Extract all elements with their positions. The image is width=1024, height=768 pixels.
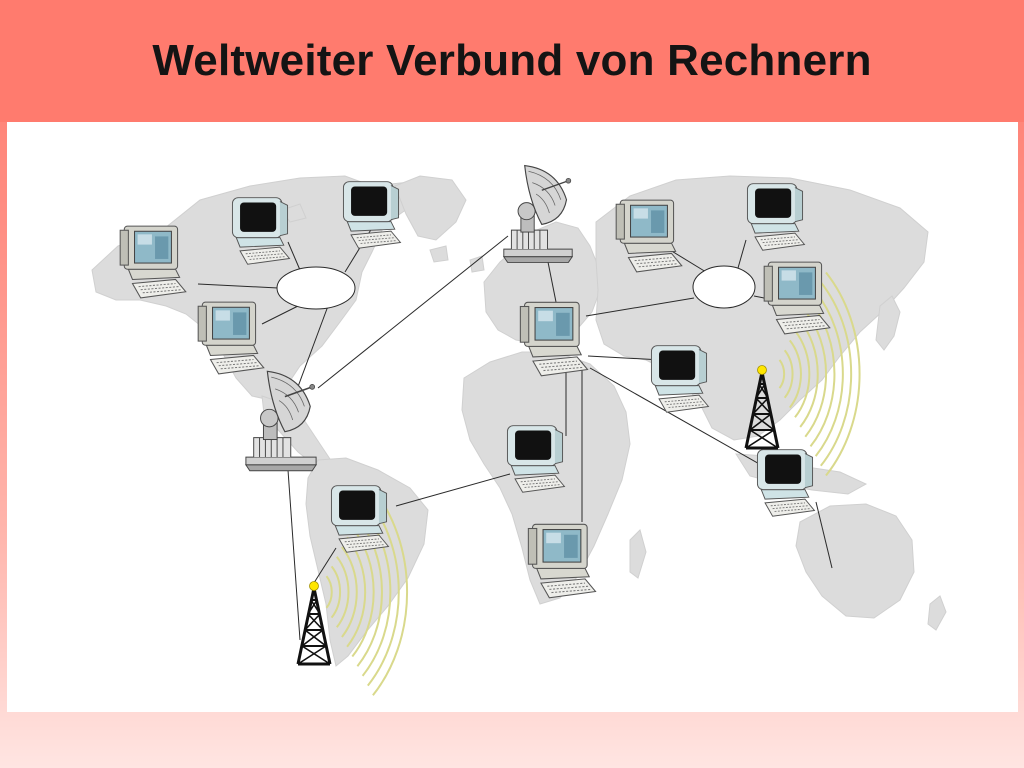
network-ring	[276, 266, 356, 310]
connection-lines	[197, 227, 833, 641]
link-line	[585, 297, 695, 317]
map-new-zealand	[927, 595, 947, 631]
radio-wave-arc	[794, 330, 811, 418]
radio-wave-arc	[825, 271, 861, 477]
link-line	[287, 469, 301, 641]
link-line	[547, 261, 557, 303]
page-title: Weltweiter Verbund von Rechnern	[152, 36, 872, 85]
radio-wave-arc	[325, 575, 333, 609]
link-line	[737, 239, 747, 269]
network-ring	[692, 265, 756, 309]
link-line	[587, 355, 663, 361]
radio-wave-arc	[330, 565, 342, 619]
radio-wave-arc	[799, 320, 819, 428]
map-australia	[795, 503, 915, 619]
link-line	[311, 547, 337, 587]
network-diagram	[91, 164, 947, 696]
link-line	[261, 305, 299, 325]
radio-wave-arc	[341, 546, 358, 638]
link-line	[395, 473, 511, 507]
radio-wave-arc	[778, 359, 786, 389]
computer-icon	[650, 345, 709, 413]
map-japan	[875, 295, 901, 351]
radio-wave-arc	[814, 291, 844, 457]
diagram-panel	[7, 122, 1018, 712]
link-line	[589, 367, 771, 471]
link-line	[295, 305, 329, 393]
radio-wave-arc	[336, 556, 350, 628]
link-line	[669, 249, 707, 273]
title-bar: Weltweiter Verbund von Rechnern	[0, 0, 1024, 122]
map-greenland	[394, 175, 467, 241]
link-line	[287, 241, 301, 271]
radio-wave-arc	[783, 349, 794, 399]
link-line	[197, 283, 279, 289]
radio-wave-arc	[356, 517, 383, 667]
map-madagascar	[629, 529, 647, 579]
radio-wave-arc	[820, 281, 853, 467]
link-line	[317, 235, 509, 389]
radio-wave-arc	[372, 488, 409, 696]
radio-wave-arc	[789, 339, 802, 409]
link-line	[815, 501, 833, 569]
computer-icon	[197, 301, 265, 375]
computer-icon	[756, 449, 815, 517]
